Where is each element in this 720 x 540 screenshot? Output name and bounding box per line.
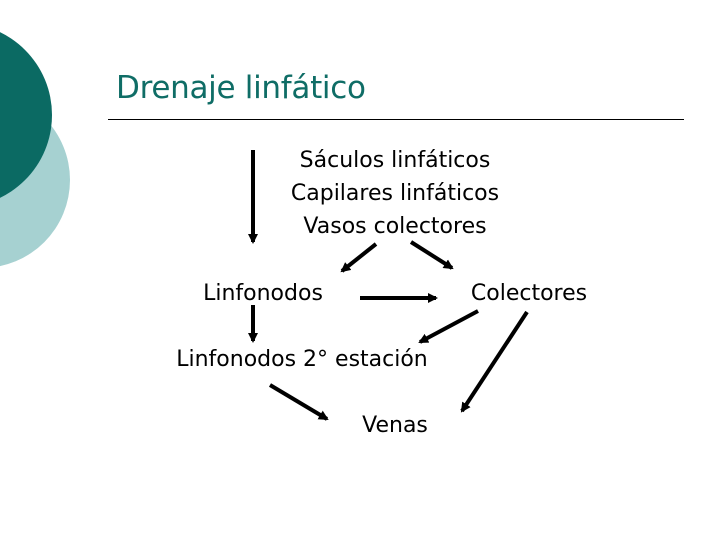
- node-saculos: Sáculos linfáticos: [299, 148, 491, 173]
- arrow-colectores-to-venas: [460, 310, 529, 413]
- dark-teal-circle: [0, 32, 52, 198]
- title-divider: [108, 119, 684, 120]
- node-colectores: Colectores: [470, 281, 588, 306]
- arrow-linfonodos2-to-venas: [268, 383, 329, 421]
- node-venas: Venas: [362, 413, 428, 438]
- node-capilares: Capilares linfáticos: [290, 181, 500, 206]
- node-linfonodos-2-estacion: Linfonodos 2° estación: [176, 347, 428, 372]
- arrow-colectores-to-linfonodos2: [418, 309, 479, 344]
- node-linfonodos: Linfonodos: [203, 281, 323, 306]
- arrow-vasos-to-linfonodos: [340, 242, 378, 273]
- arrow-vasos-to-colectores: [409, 240, 454, 270]
- node-vasos: Vasos colectores: [303, 214, 487, 239]
- slide-title: Drenaje linfático: [116, 70, 366, 106]
